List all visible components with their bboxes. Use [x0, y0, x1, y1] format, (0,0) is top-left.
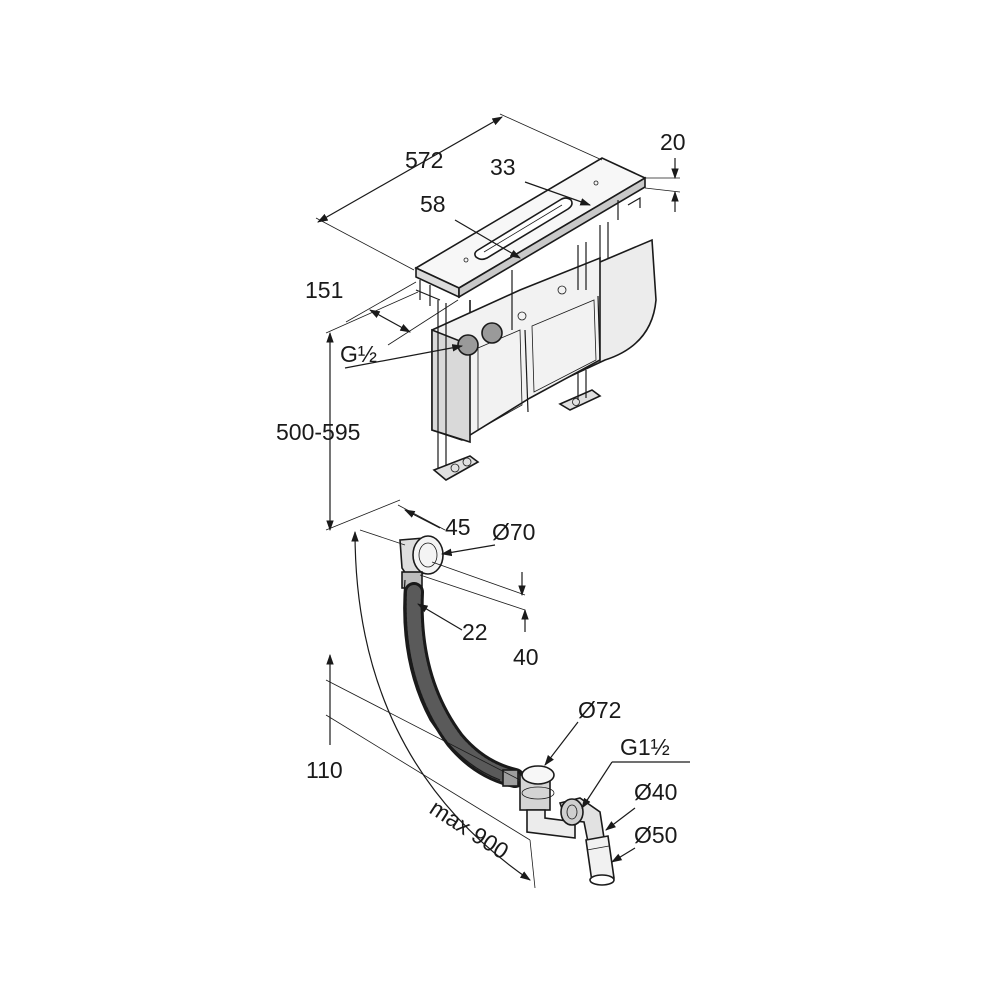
dim-overflow-ext-2: [359, 529, 406, 546]
port-screw: [557, 285, 567, 295]
label-trap-thread: G1½: [620, 734, 670, 760]
label-waste-height: 110: [306, 757, 343, 783]
dim-depth-ext-2: [387, 299, 459, 346]
dim-width-ext-1: [315, 217, 415, 271]
foot-hole-right: [572, 398, 580, 406]
label-cover-height: 20: [660, 129, 686, 155]
dim-depth40-ext-2: [419, 574, 526, 611]
label-max-length: max 900: [425, 794, 513, 864]
cover-screw-2: [593, 180, 599, 186]
label-waste-diameter: Ø72: [578, 697, 621, 723]
foot-hole-left: [450, 463, 460, 473]
dim-range-ext-top: [325, 291, 419, 334]
label-outlet-large: Ø50: [634, 822, 677, 848]
label-slot-offset: 58: [420, 191, 446, 217]
dimension-lines: [315, 113, 690, 889]
label-connection: G½: [340, 341, 377, 367]
label-overflow-depth: 40: [513, 644, 539, 670]
concealed-housing: [431, 222, 657, 481]
dim-overflow-line: [404, 509, 441, 529]
cover-plate-side: [458, 176, 646, 299]
dim-depth-ext-1: [345, 281, 417, 323]
dim-range-ext-bot: [325, 499, 401, 531]
dim-outlet-small-leader: [605, 807, 636, 831]
dim-width-ext-2: [499, 113, 603, 161]
dim-trap-thread-leader-2: [581, 761, 613, 809]
label-outlet-small: Ø40: [634, 779, 677, 805]
dim-connection-leader: [344, 344, 464, 369]
outlet-pipe-step: [586, 845, 610, 851]
dim-max-length-ext: [529, 839, 536, 889]
connection-port-2: [481, 322, 503, 344]
label-depth: 151: [305, 277, 343, 303]
panel-divider-1: [524, 329, 529, 413]
panel-divider-2: [597, 295, 601, 363]
cover-screw-1: [463, 257, 469, 263]
mounting-foot-right: [558, 389, 602, 411]
label-height-range: 500-595: [276, 419, 360, 445]
dim-depth40-ext-1: [431, 561, 526, 596]
mounting-foot-left: [432, 455, 480, 481]
waste-valve-top: [521, 765, 555, 785]
trap-nut: [560, 798, 584, 826]
plate-bracket-left: [415, 280, 441, 306]
label-hose-offset: 22: [462, 619, 488, 645]
overflow-cap: [412, 535, 444, 575]
label-overflow-offset: 45: [445, 514, 471, 540]
dim-slot-leader: [524, 181, 592, 206]
connection-port-1: [457, 334, 479, 356]
dim-waste-diameter-leader: [544, 721, 579, 766]
dim-overflow-diameter-leader: [440, 544, 496, 557]
port-screw-2: [517, 311, 527, 321]
dim-max-length-arc: [351, 530, 531, 881]
housing-side-face: [431, 328, 471, 444]
trap-nut-inner: [566, 804, 578, 820]
dim-overflow-ext-1: [397, 504, 446, 531]
dim-height-ext-2: [644, 187, 681, 193]
dim-offset-leader: [454, 219, 521, 259]
label-width: 572: [405, 147, 443, 173]
dim-depth-line: [369, 309, 411, 333]
panel-outline: [477, 299, 597, 431]
outlet-pipe-end: [589, 874, 615, 886]
dim-width-line: [317, 116, 503, 223]
dim-outlet-large-leader: [611, 847, 636, 863]
foot-hole-left-2: [462, 457, 472, 467]
dim-hose-leader: [417, 603, 463, 631]
plate-bracket-right: [617, 196, 641, 220]
label-overflow-diameter: Ø70: [492, 519, 535, 545]
label-slot-width: 33: [490, 154, 516, 180]
